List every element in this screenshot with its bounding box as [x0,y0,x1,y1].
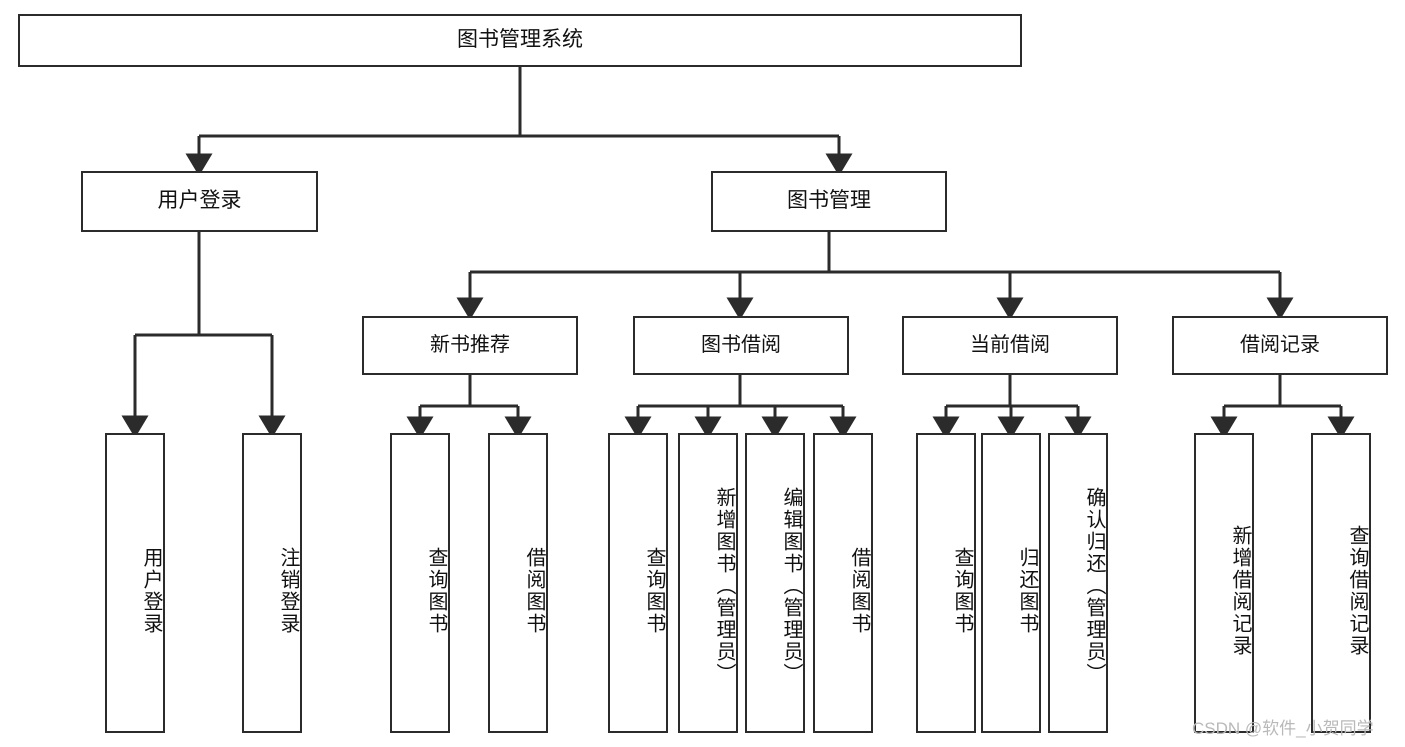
node-label: 查询图书 [643,547,665,635]
node-book-management[interactable]: 图书管理 [711,171,947,232]
node-label: 借阅记录 [1240,334,1320,356]
node-label: 图书管理 [787,189,871,213]
node-label: 新增借阅记录 [1229,525,1251,657]
leaf-record-query-record[interactable]: 查询借阅记录 [1311,433,1371,733]
node-new-book-recommend[interactable]: 新书推荐 [362,316,578,375]
node-root-system[interactable]: 图书管理系统 [18,14,1022,67]
node-label: 注销登录 [277,547,299,635]
node-label: 查询图书 [425,547,447,635]
node-label: 新增图书（管理员） [713,487,735,685]
leaf-recommend-query-book[interactable]: 查询图书 [390,433,450,733]
node-label: 查询借阅记录 [1346,525,1368,657]
leaf-user-login-logout[interactable]: 注销登录 [242,433,302,733]
leaf-record-add-record[interactable]: 新增借阅记录 [1194,433,1254,733]
node-current-borrow[interactable]: 当前借阅 [902,316,1118,375]
node-label: 用户登录 [157,189,242,213]
node-label: 当前借阅 [970,334,1050,356]
leaf-user-login-login[interactable]: 用户登录 [105,433,165,733]
node-label: 查询图书 [951,547,973,635]
node-label: 借阅图书 [848,547,870,635]
leaf-borrow-query-book[interactable]: 查询图书 [608,433,668,733]
node-label: 编辑图书（管理员） [780,487,802,685]
node-label: 用户登录 [140,547,162,635]
node-user-login[interactable]: 用户登录 [81,171,318,232]
leaf-borrow-borrow-book[interactable]: 借阅图书 [813,433,873,733]
node-book-borrow[interactable]: 图书借阅 [633,316,849,375]
node-label: 图书管理系统 [457,28,583,52]
leaf-borrow-edit-book-admin[interactable]: 编辑图书（管理员） [745,433,805,733]
node-label: 图书借阅 [701,334,781,356]
leaf-current-confirm-return-admin[interactable]: 确认归还（管理员） [1048,433,1108,733]
node-label: 确认归还（管理员） [1083,487,1105,685]
leaf-borrow-add-book-admin[interactable]: 新增图书（管理员） [678,433,738,733]
node-label: 借阅图书 [523,547,545,635]
leaf-current-query-book[interactable]: 查询图书 [916,433,976,733]
node-label: 归还图书 [1016,547,1038,635]
leaf-current-return-book[interactable]: 归还图书 [981,433,1041,733]
leaf-recommend-borrow-book[interactable]: 借阅图书 [488,433,548,733]
node-borrow-record[interactable]: 借阅记录 [1172,316,1388,375]
node-label: 新书推荐 [430,334,510,356]
